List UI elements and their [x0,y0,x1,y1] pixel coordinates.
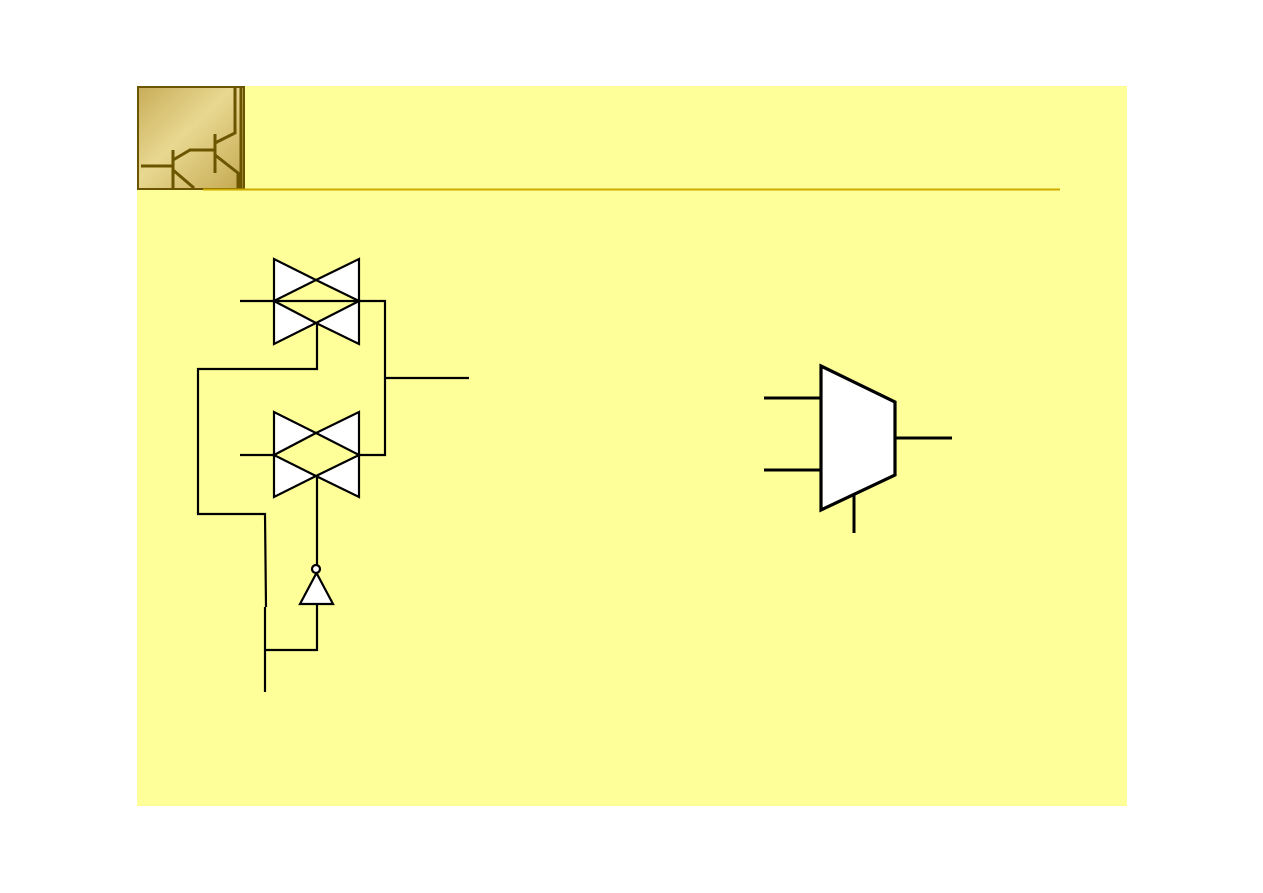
transmission-gate-top [272,257,361,346]
inverter [298,563,335,606]
slide-background [137,86,1127,806]
transmission-gate-bottom [272,410,361,499]
transmission-gate-mux-circuit [196,257,469,692]
multiplexer-symbol [764,363,952,533]
inverter-bubble [310,563,322,575]
logo [137,86,245,190]
wires [196,299,469,692]
